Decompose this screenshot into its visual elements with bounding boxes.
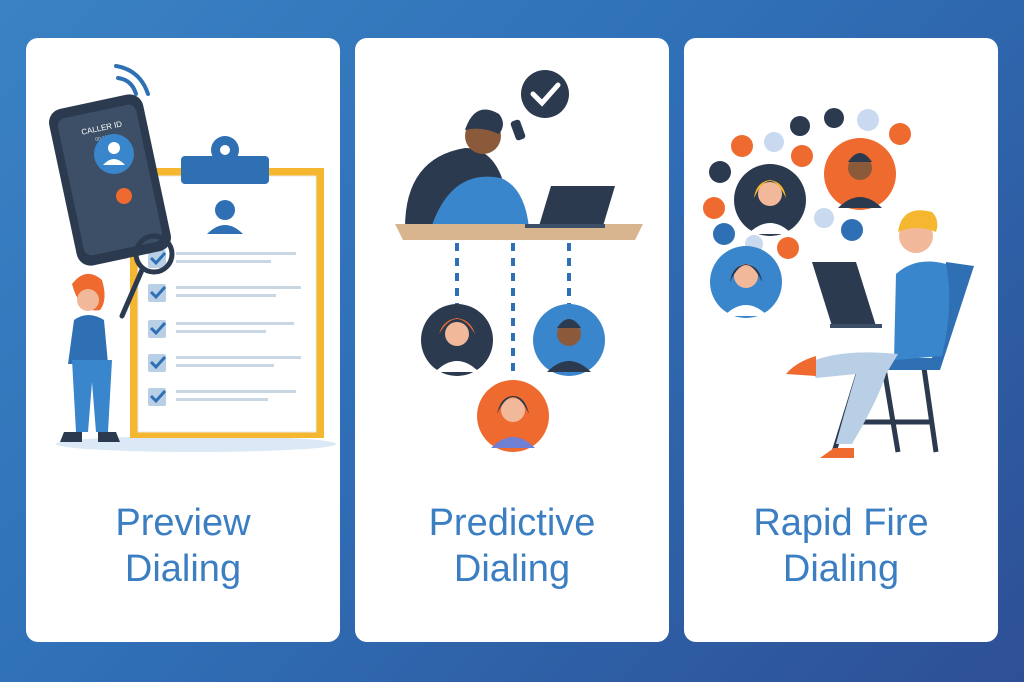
avatar-icon <box>477 380 549 452</box>
wifi-signal-icon <box>114 64 150 96</box>
title-line-2: Dialing <box>453 548 571 590</box>
laptop-icon <box>812 262 882 328</box>
card-title: Preview Dialing <box>26 500 340 592</box>
avatar-icon <box>710 246 782 318</box>
avatar-icon <box>824 138 896 210</box>
card-title: Rapid Fire Dialing <box>684 500 998 592</box>
laptop-icon <box>525 186 615 228</box>
card-predictive-dialing: Predictive Dialing <box>355 38 669 642</box>
predictive-dialing-illustration <box>395 70 643 452</box>
card-rapid-fire-dialing: Rapid Fire Dialing <box>684 38 998 642</box>
phone-icon: CALLER ID 00:12 <box>49 94 171 266</box>
rapid-fire-dialing-illustration <box>703 108 974 458</box>
woman-figure <box>60 273 120 442</box>
agent-figure <box>431 109 529 228</box>
title-line-1: Preview <box>115 502 251 544</box>
avatar-icon <box>533 304 605 376</box>
title-line-2: Dialing <box>782 548 900 590</box>
avatar-icon <box>421 304 493 376</box>
avatar-icon <box>734 164 806 236</box>
title-line-2: Dialing <box>124 548 242 590</box>
card-title: Predictive Dialing <box>355 500 669 592</box>
magnifier-icon <box>119 233 175 319</box>
man-figure <box>786 210 950 458</box>
card-preview-dialing: CALLER ID 00:12 Preview Dialing <box>26 38 340 642</box>
decorative-dots <box>703 108 911 259</box>
preview-dialing-illustration: CALLER ID 00:12 <box>49 64 336 452</box>
clipboard-icon <box>130 136 324 438</box>
checkmark-icon <box>521 70 569 118</box>
title-line-1: Rapid Fire <box>753 502 929 544</box>
title-line-1: Predictive <box>428 502 596 544</box>
